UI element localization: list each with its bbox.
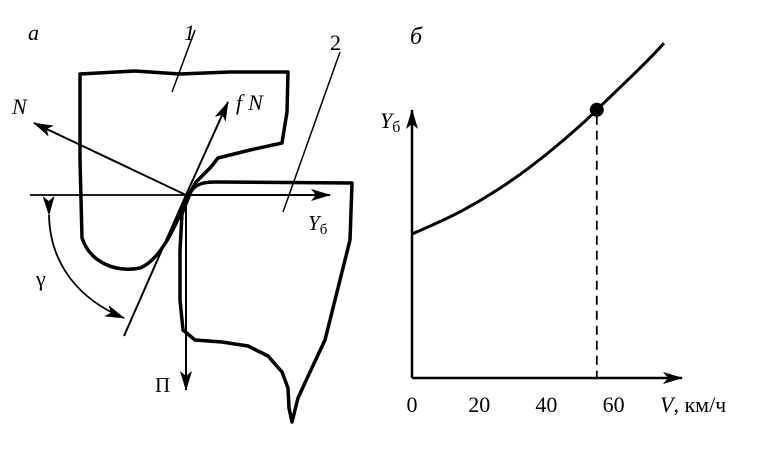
x-tick-label-0: 0 [407, 392, 418, 417]
rail-head-outline [178, 180, 354, 424]
y-axis-label-sub: б [392, 119, 400, 136]
panel-b-label: б [410, 24, 423, 50]
label-force-yb: Yб [308, 211, 328, 238]
marked-point [589, 102, 604, 117]
leader-line-part-1 [171, 29, 196, 93]
panel-a-label: а [28, 20, 39, 45]
label-force-fn-f: f [236, 90, 245, 115]
label-part-1: 1 [184, 20, 195, 45]
x-tick-labels: 0 20 40 60 [407, 392, 625, 417]
force-fn-arrow [185, 101, 229, 196]
x-axis-label: V, км/ч [660, 392, 726, 417]
panel-b: б Yб V, км/ч 0 20 40 60 [380, 24, 726, 417]
label-force-fn-n: N [247, 90, 264, 115]
x-tick-label-40: 40 [535, 392, 557, 417]
label-angle-gamma: γ [35, 266, 46, 291]
y-axis-label-main: Y [380, 108, 395, 133]
leader-line-part-2 [282, 51, 341, 213]
angle-gamma-arc [42, 195, 125, 319]
x-axis-label-unit: , км/ч [673, 392, 726, 417]
label-part-2: 2 [330, 30, 341, 55]
label-force-yb-sub: б [320, 222, 328, 238]
force-n-arrow [33, 122, 187, 196]
series-curve [411, 42, 666, 236]
label-force-p: П [155, 373, 170, 397]
label-force-yb-main: Y [308, 211, 322, 235]
x-tick-label-60: 60 [603, 392, 625, 417]
x-tick-label-20: 20 [468, 392, 490, 417]
x-axis-label-var: V [660, 392, 676, 417]
y-axis-label: Yб [380, 108, 400, 136]
contact-tangent-line [123, 194, 187, 337]
label-force-n: N [11, 94, 28, 119]
